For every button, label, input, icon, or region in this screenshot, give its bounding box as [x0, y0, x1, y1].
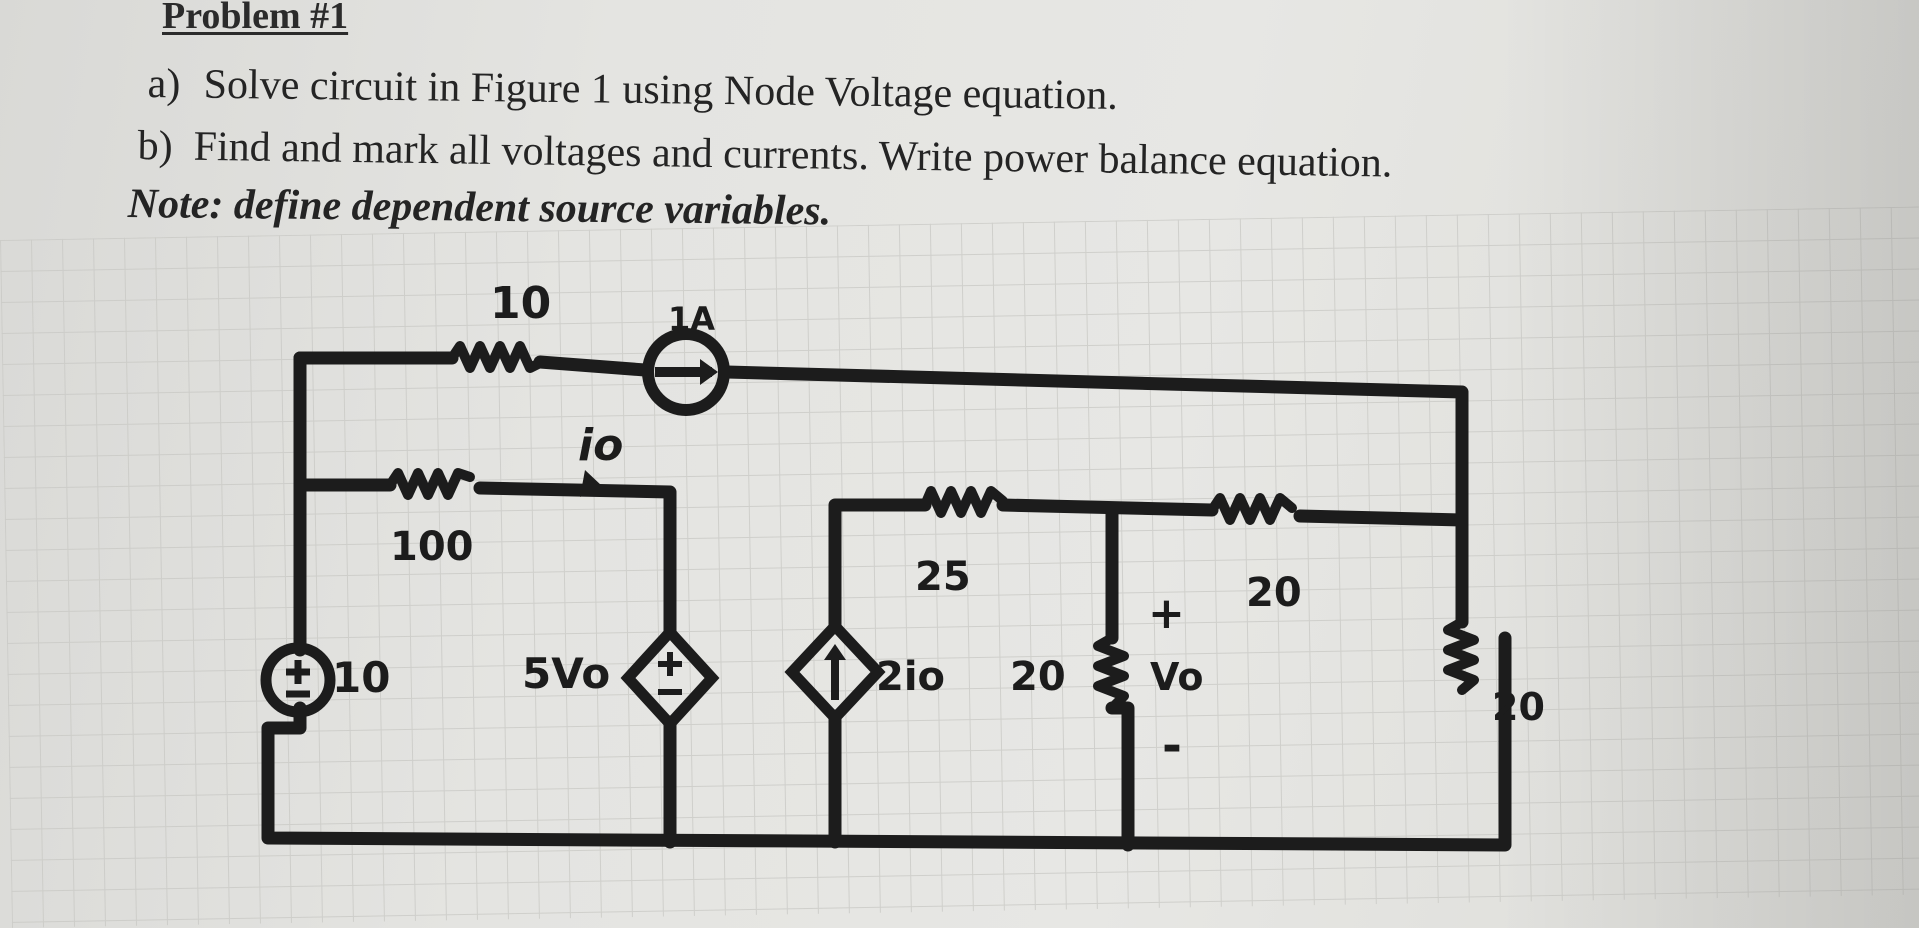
resistor-20-shunt: [1093, 633, 1129, 713]
resistor-25: [920, 486, 1008, 518]
label-r-series: 20: [1246, 570, 1302, 616]
dependent-voltage-source: [620, 623, 720, 733]
label-r-far-right: 20: [1492, 685, 1545, 729]
voltage-source-10v: [260, 642, 336, 718]
dependent-current-source: [784, 617, 886, 727]
wire-right-series: [1293, 509, 1469, 629]
resistor-100: [385, 468, 475, 500]
problem-title: Problem #1: [162, 0, 349, 37]
label-vo: Vo: [1150, 655, 1203, 699]
wire-bottom-loop: [261, 631, 1512, 852]
wire-top-right: [720, 365, 1469, 527]
label-dep-current: 2io: [876, 654, 945, 700]
wire-mid-to-dep: [473, 481, 677, 639]
resistor-10-top: [447, 341, 547, 373]
wire-top-to-source: [533, 355, 652, 377]
label-r-shunt: 20: [1010, 654, 1066, 700]
page-shadow: [1499, 0, 1919, 928]
label-voltage-source: 10: [332, 653, 390, 702]
label-dep-voltage: 5Vo: [522, 649, 610, 698]
label-current-source: 1A: [668, 300, 715, 338]
wire-dep2-top: [828, 498, 932, 633]
label-r-left: 100: [390, 524, 474, 570]
current-arrow-icon: [580, 470, 602, 497]
current-source-1a: [642, 328, 730, 416]
circuit-wires: [261, 351, 1512, 852]
label-vo-minus: -: [1162, 718, 1182, 774]
resistor-20-right: [1443, 617, 1479, 695]
label-vo-plus: +: [1148, 588, 1185, 639]
wire-shunt-bottom: [1105, 701, 1135, 852]
resistor-20-series: [1207, 493, 1297, 525]
label-r-top: 10: [490, 278, 551, 329]
label-io: io: [578, 420, 623, 471]
label-r-mid: 25: [915, 554, 971, 600]
